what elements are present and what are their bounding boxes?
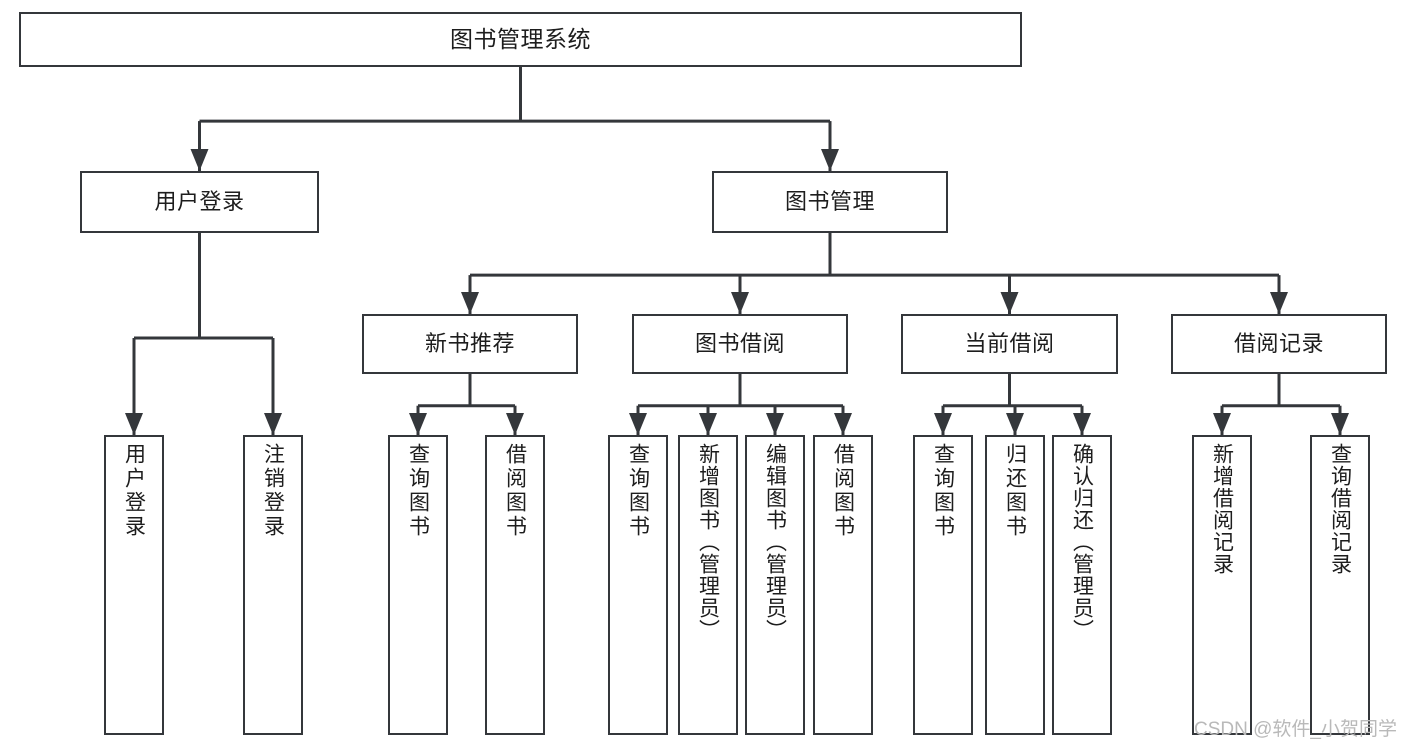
node-leaf-8[interactable]: 借阅图书	[813, 435, 873, 735]
node-root[interactable]: 图书管理系统	[19, 12, 1022, 67]
arrow-head-icon	[190, 149, 209, 171]
node-label: 编辑图书（管理员）	[763, 443, 787, 641]
arrow-head-icon	[461, 292, 479, 314]
node-cur-borrow[interactable]: 当前借阅	[901, 314, 1118, 374]
node-label: 新增图书（管理员）	[696, 443, 720, 641]
node-leaf-3[interactable]: 查询图书	[388, 435, 448, 735]
node-leaf-11[interactable]: 确认归还（管理员）	[1052, 435, 1112, 735]
node-leaf-7[interactable]: 编辑图书（管理员）	[745, 435, 805, 735]
node-leaf-10[interactable]: 归还图书	[985, 435, 1045, 735]
node-label: 注销登录	[261, 443, 285, 539]
node-leaf-6[interactable]: 新增图书（管理员）	[678, 435, 738, 735]
node-label: 用户登录	[122, 443, 146, 539]
node-leaf-5[interactable]: 查询图书	[608, 435, 668, 735]
node-leaf-1[interactable]: 用户登录	[104, 435, 164, 735]
arrow-head-icon	[1000, 292, 1019, 314]
node-book-manage[interactable]: 图书管理	[712, 171, 948, 233]
arrow-head-icon	[629, 413, 647, 435]
node-new-book-rec[interactable]: 新书推荐	[362, 314, 578, 374]
node-label: 新书推荐	[424, 331, 515, 357]
node-label: 归还图书	[1003, 443, 1027, 539]
arrow-head-icon	[125, 413, 143, 435]
node-label: 借阅记录	[1233, 331, 1324, 357]
arrow-head-icon	[934, 413, 952, 435]
arrow-head-icon	[699, 413, 717, 435]
node-leaf-4[interactable]: 借阅图书	[485, 435, 545, 735]
node-label: 确认归还（管理员）	[1070, 443, 1094, 641]
node-label: 图书管理系统	[450, 26, 591, 53]
node-label: 新增借阅记录	[1210, 443, 1234, 575]
arrow-head-icon	[731, 292, 749, 314]
node-leaf-9[interactable]: 查询图书	[913, 435, 973, 735]
node-borrow-log[interactable]: 借阅记录	[1171, 314, 1387, 374]
arrow-head-icon	[506, 413, 524, 435]
node-label: 查询图书	[626, 443, 650, 539]
node-leaf-2[interactable]: 注销登录	[243, 435, 303, 735]
node-label: 图书管理	[784, 189, 875, 215]
arrow-head-icon	[1331, 413, 1349, 435]
arrow-head-icon	[821, 149, 839, 171]
node-label: 查询图书	[931, 443, 955, 539]
arrow-head-icon	[264, 413, 282, 435]
arrow-head-icon	[766, 413, 784, 435]
node-leaf-12[interactable]: 新增借阅记录	[1192, 435, 1252, 735]
node-label: 查询借阅记录	[1328, 443, 1352, 575]
arrow-head-icon	[834, 413, 852, 435]
node-user-login[interactable]: 用户登录	[80, 171, 319, 233]
node-leaf-13[interactable]: 查询借阅记录	[1310, 435, 1370, 735]
node-label: 查询图书	[406, 443, 430, 539]
node-label: 借阅图书	[831, 443, 855, 539]
watermark-label: CSDN @软件_小贺同学	[1194, 719, 1397, 740]
node-label: 图书借阅	[694, 331, 785, 357]
arrow-head-icon	[1213, 413, 1231, 435]
node-book-borrow[interactable]: 图书借阅	[632, 314, 848, 374]
node-label: 用户登录	[154, 189, 245, 215]
node-label: 当前借阅	[964, 331, 1055, 357]
arrow-head-icon	[1006, 413, 1024, 435]
arrow-head-icon	[1270, 292, 1288, 314]
arrow-head-icon	[1073, 413, 1091, 435]
node-label: 借阅图书	[503, 443, 527, 539]
arrow-head-icon	[409, 413, 427, 435]
